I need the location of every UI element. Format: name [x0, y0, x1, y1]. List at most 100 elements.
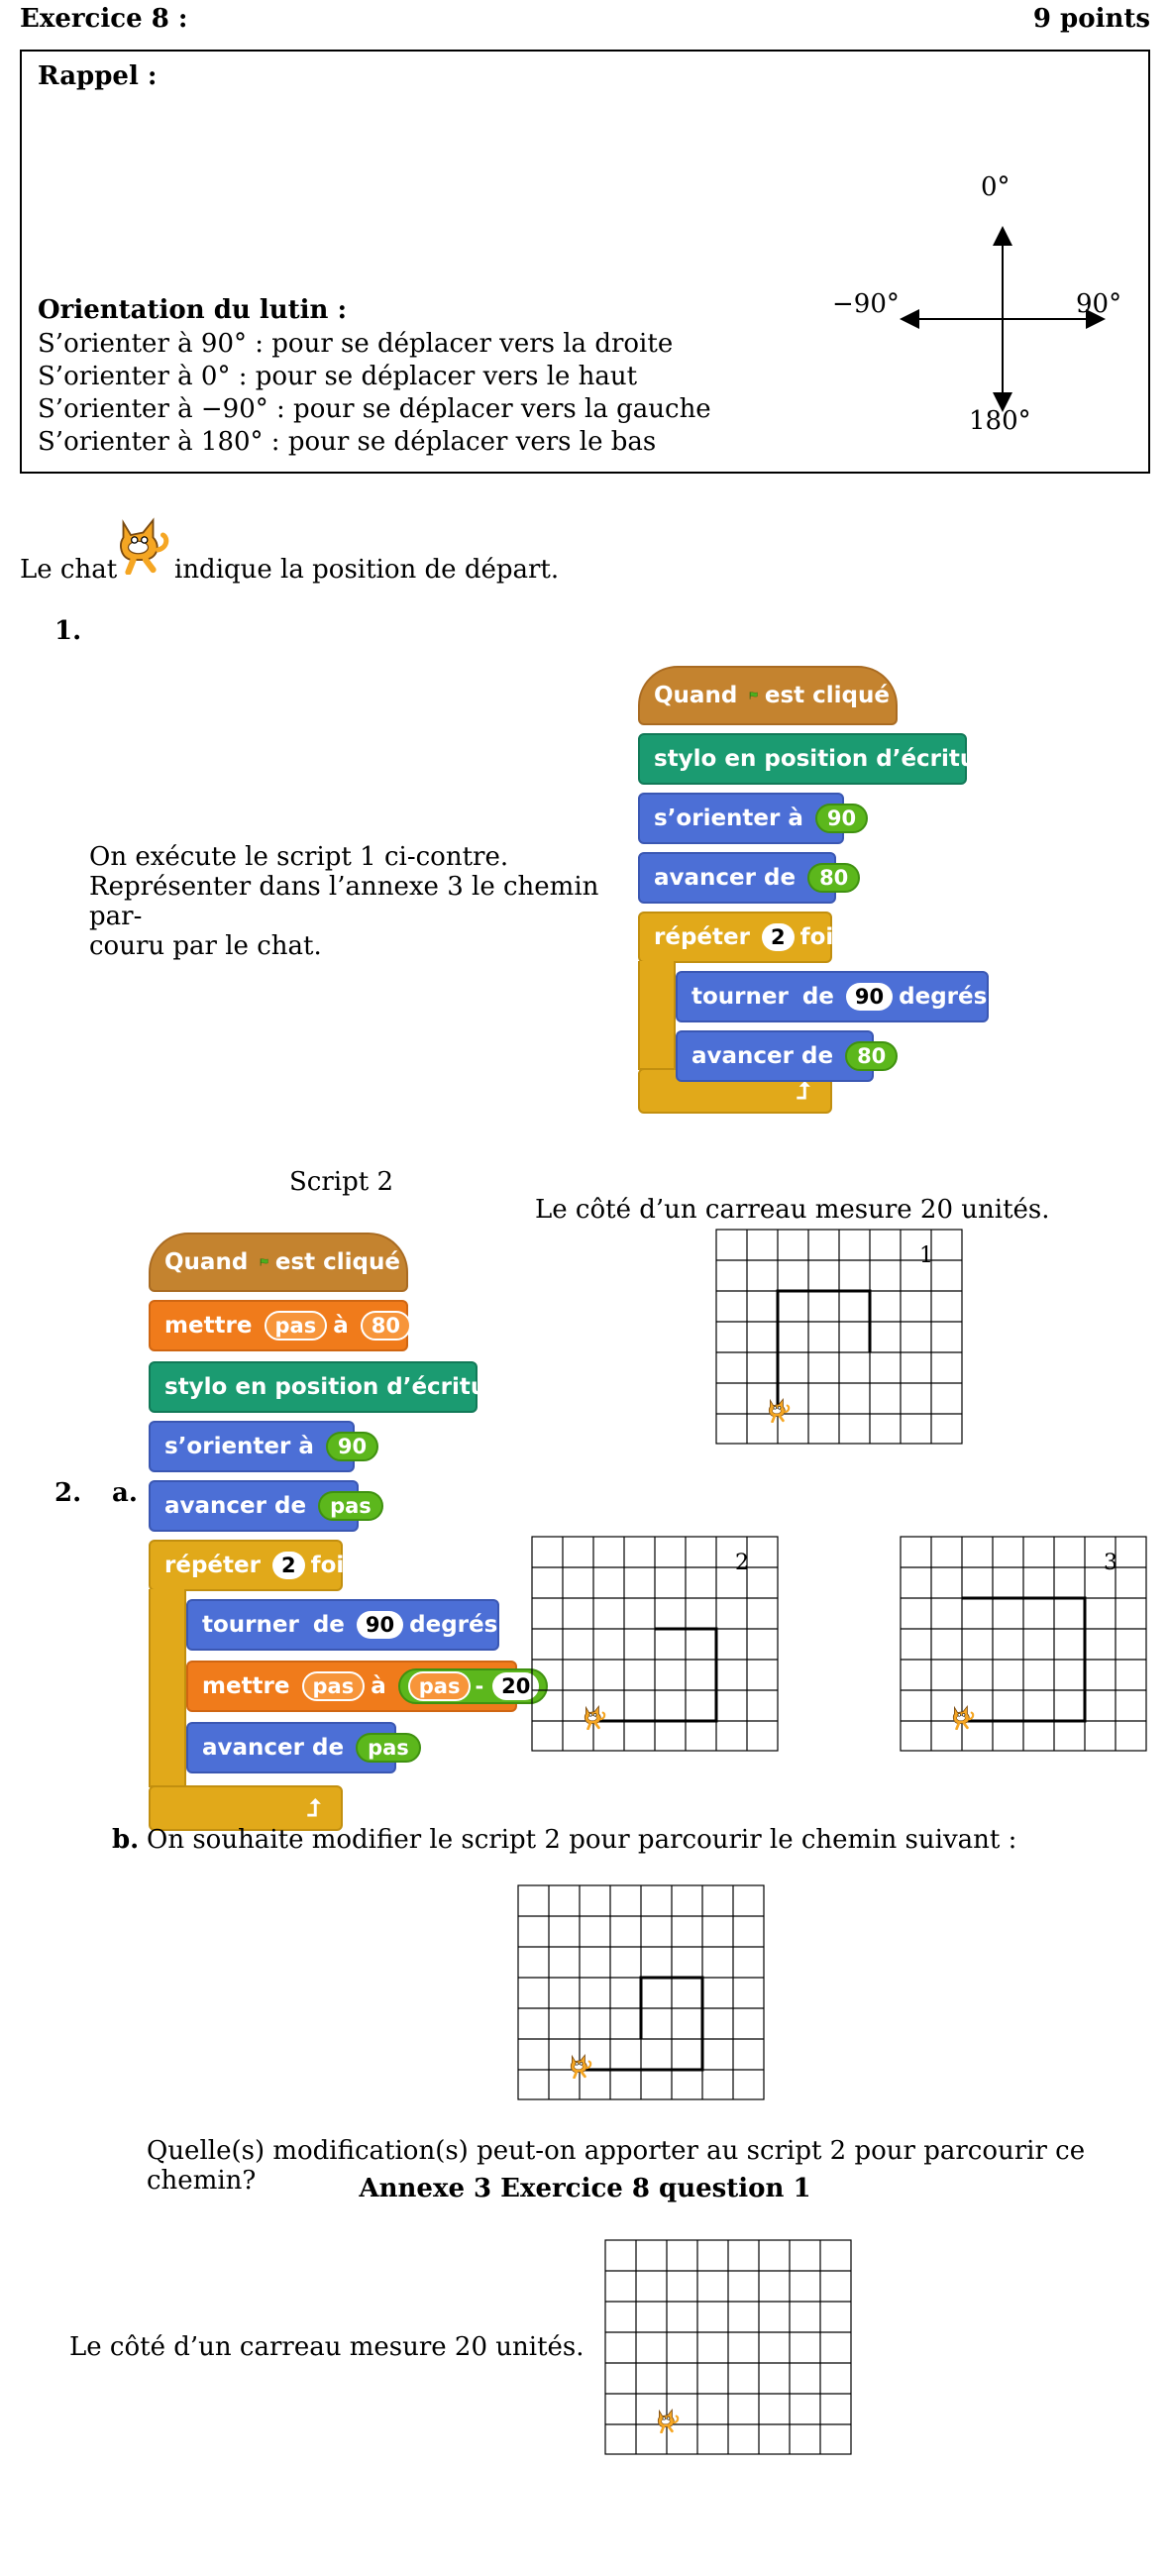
- cat-icon: [658, 2410, 678, 2432]
- question-1-number: 1.: [54, 616, 81, 646]
- compass-top: 0°: [981, 172, 1010, 202]
- grid-3: 3: [900, 1536, 1147, 1754]
- compass-right: 90°: [1076, 289, 1121, 319]
- grid-2-label: 2: [735, 1551, 749, 1575]
- s2-set-label: mettre: [164, 1313, 253, 1339]
- points-label: 9 points: [1033, 4, 1150, 34]
- grid-1: 1: [715, 1229, 963, 1447]
- s2-repeat-label: répéter: [164, 1553, 261, 1578]
- s2-turn-label-2: de: [313, 1612, 345, 1638]
- s2-move2-block[interactable]: avancer de pas: [186, 1722, 396, 1773]
- s2-turn-label: tourner: [202, 1612, 299, 1638]
- grid-3-label: 3: [1104, 1551, 1117, 1575]
- s1-turn-label: tourner: [691, 984, 789, 1010]
- compass-arrows: [894, 220, 1112, 418]
- s2-repeat-arm: [149, 1589, 186, 1787]
- square-note: Le côté d’un carreau mesure 20 unités.: [535, 1195, 1050, 1225]
- s2-when-label-2: est cliqué: [275, 1249, 400, 1275]
- s2-repeat-block[interactable]: répéter 2 fois: [149, 1540, 343, 1591]
- question-2a-label: a.: [112, 1478, 138, 1508]
- s2-set2-expr-var[interactable]: pas: [408, 1671, 472, 1701]
- q1-text-line-2: Représenter dans l’annexe 3 le chemin pa…: [89, 872, 614, 931]
- orientation-line-2: S’orienter à 0° : pour se déplacer vers …: [38, 362, 637, 391]
- s2-move-block[interactable]: avancer de pas: [149, 1480, 359, 1532]
- s1-point-direction-block[interactable]: s’orienter à 90: [638, 793, 844, 844]
- orientation-line-1: S’orienter à 90° : pour se déplacer vers…: [38, 329, 673, 359]
- grid-1-label: 1: [919, 1243, 933, 1268]
- s1-repeat-arm: [638, 961, 676, 1070]
- annexe-grid[interactable]: [604, 2239, 852, 2457]
- s1-move2-value[interactable]: 80: [845, 1041, 898, 1071]
- exercise-title: Exercice 8 :: [20, 4, 187, 34]
- rappel-box: Rappel : Orientation du lutin : S’orient…: [20, 50, 1150, 474]
- q1-text-line-3: couru par le chat.: [89, 931, 614, 961]
- s1-move-label: avancer de: [654, 865, 796, 891]
- s2-set2-label: mettre: [202, 1673, 290, 1699]
- s2-repeat-value[interactable]: 2: [272, 1552, 305, 1579]
- s2-point-value[interactable]: 90: [326, 1432, 378, 1461]
- question-2b-text: On souhaite modifier le script 2 pour pa…: [147, 1825, 1016, 1855]
- question-1-text: On exécute le script 1 ci-contre. Représ…: [89, 842, 614, 961]
- q1-text-line-1: On exécute le script 1 ci-contre.: [89, 842, 614, 872]
- s2-set-value[interactable]: 80: [361, 1311, 411, 1341]
- cat-icon: [953, 1706, 973, 1729]
- intro-before: Le chat: [20, 555, 117, 585]
- orientation-line-4: S’orienter à 180° : pour se déplacer ver…: [38, 427, 656, 457]
- s2-when-label: Quand: [164, 1249, 248, 1275]
- grid-2: 2: [531, 1536, 779, 1754]
- orientation-title: Orientation du lutin :: [38, 295, 347, 325]
- s1-pen-down-block[interactable]: stylo en position d’écriture: [638, 733, 967, 785]
- cat-icon: [111, 515, 170, 575]
- s2-subtract-reporter[interactable]: pas - 20: [398, 1668, 549, 1704]
- s2-turn-value[interactable]: 90: [357, 1611, 403, 1639]
- compass-bottom: 180°: [969, 406, 1031, 436]
- s1-when-label: Quand: [654, 683, 737, 708]
- s1-turn-label-2: de: [802, 984, 834, 1010]
- s2-point-direction-block[interactable]: s’orienter à 90: [149, 1421, 355, 1472]
- s2-set2-label-2: à: [371, 1673, 386, 1699]
- minus-operator: -: [475, 1674, 483, 1698]
- question-2-number: 2.: [54, 1478, 81, 1508]
- s1-point-label: s’orienter à: [654, 805, 803, 831]
- s2-set-var-block[interactable]: mettre pas à 80: [149, 1300, 408, 1351]
- s2-turn-label-3: degrés: [409, 1612, 497, 1638]
- s1-move2-block[interactable]: avancer de 80: [676, 1030, 874, 1082]
- s2-point-label: s’orienter à: [164, 1434, 314, 1459]
- s1-when-label-2: est cliqué: [765, 683, 890, 708]
- s2-set-var-expr-block[interactable]: mettre pas à pas - 20: [186, 1661, 517, 1712]
- green-flag-icon: [260, 1247, 269, 1277]
- s1-turn-label-3: degrés: [899, 984, 987, 1010]
- s1-repeat-label: répéter: [654, 924, 750, 950]
- s2-turn-block[interactable]: tourner de 90 degrés: [186, 1599, 499, 1651]
- s2-when-flag-block[interactable]: Quand est cliqué: [149, 1233, 408, 1292]
- question-2b-label: b.: [112, 1825, 139, 1855]
- s2-pen-down-block[interactable]: stylo en position d’écriture: [149, 1361, 478, 1413]
- grid-target-path: [517, 1884, 765, 2102]
- s2-repeat-label-2: fois: [311, 1553, 358, 1578]
- s2-move-label: avancer de: [164, 1493, 306, 1519]
- annexe-title: Annexe 3 Exercice 8 question 1: [0, 2174, 1170, 2203]
- s1-when-flag-block[interactable]: Quand est cliqué: [638, 666, 898, 725]
- s1-move-block[interactable]: avancer de 80: [638, 852, 836, 904]
- compass-left: −90°: [832, 289, 900, 319]
- s1-turn-block[interactable]: tourner de 90 degrés: [676, 971, 989, 1022]
- s2-move2-var[interactable]: pas: [356, 1733, 421, 1763]
- s1-turn-value[interactable]: 90: [846, 983, 893, 1011]
- s1-point-value[interactable]: 90: [815, 804, 868, 833]
- cat-icon: [571, 2055, 590, 2078]
- s1-move-value[interactable]: 80: [807, 863, 860, 893]
- s1-repeat-label-2: fois: [800, 924, 847, 950]
- s2-set-label-2: à: [333, 1313, 349, 1339]
- s1-repeat-value[interactable]: 2: [762, 923, 795, 951]
- s2-pen-label: stylo en position d’écriture: [164, 1374, 513, 1400]
- s2-move-var[interactable]: pas: [318, 1491, 383, 1521]
- script-2-title: Script 2: [289, 1167, 393, 1197]
- s2-set-var[interactable]: pas: [265, 1311, 328, 1341]
- s1-pen-label: stylo en position d’écriture: [654, 746, 1003, 772]
- s1-repeat-block[interactable]: répéter 2 fois: [638, 912, 832, 963]
- orientation-line-3: S’orienter à −90° : pour se déplacer ver…: [38, 394, 711, 424]
- intro-after: indique la position de départ.: [174, 555, 559, 585]
- cat-icon: [585, 1706, 604, 1729]
- annexe-note: Le côté d’un carreau mesure 20 unités.: [69, 2332, 585, 2362]
- s2-set2-var[interactable]: pas: [302, 1671, 366, 1701]
